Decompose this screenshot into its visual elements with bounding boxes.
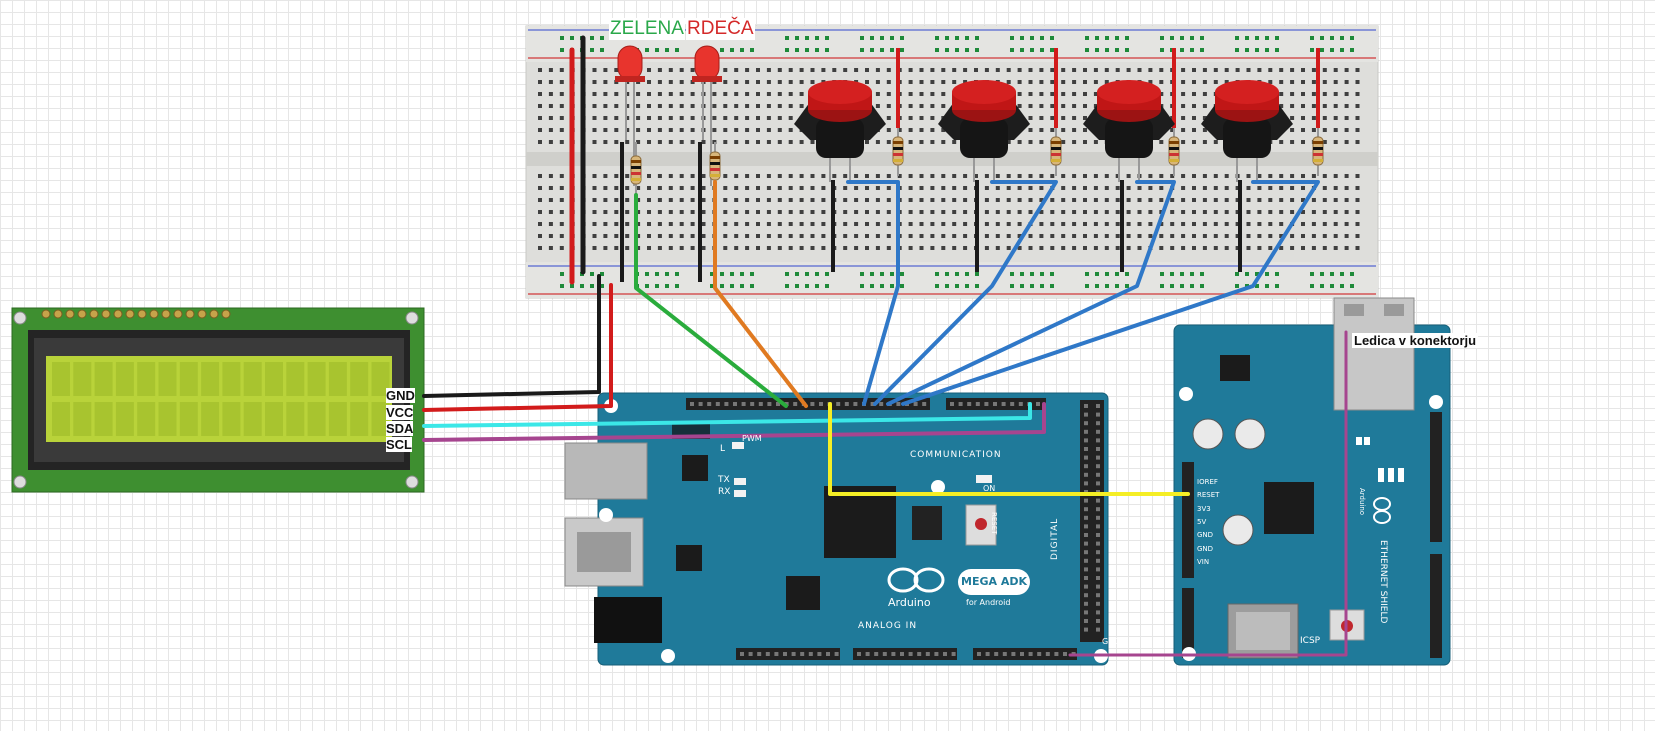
push-button (1201, 80, 1293, 182)
shield-pin-label: RESET (1197, 491, 1220, 500)
label-led-green: ZELENA (609, 18, 685, 40)
shield-icsp: ICSP (1300, 636, 1321, 646)
label-sda: SDA (386, 421, 414, 436)
silk-rx: RX (718, 487, 731, 497)
silk-l: L (720, 444, 726, 454)
shield-name: ETHERNET SHIELD (1378, 540, 1388, 624)
resistor (709, 142, 721, 190)
wire-blue-button-3 (886, 180, 1176, 406)
dc-jack (594, 597, 662, 643)
breadboard (525, 25, 1379, 299)
shield-pin-label: GND (1197, 531, 1214, 540)
resistor (630, 142, 642, 198)
label-vcc: VCC (386, 405, 414, 420)
shield-pin-label: 5V (1197, 517, 1207, 526)
shield-pin-label: 3V3 (1197, 504, 1211, 513)
wire-magenta-connector-led (1068, 330, 1348, 657)
breadboard-components (615, 45, 1324, 282)
mcu-chip (824, 486, 896, 558)
silk-model: MEGA ADK (961, 575, 1027, 588)
push-button (1083, 80, 1175, 182)
wire-gnd (422, 274, 601, 398)
label-scl: SCL (386, 437, 412, 452)
shield-pin-label: GND (1197, 544, 1214, 553)
wire-sda (422, 402, 1032, 428)
wire-scl (422, 402, 1046, 442)
ethernet-chip (1264, 482, 1314, 534)
silk-gnd: GND (1102, 637, 1121, 646)
top-header-left (686, 398, 930, 410)
silk-analog-in: ANALOG IN (858, 621, 918, 631)
label-led-red: RDEČA (686, 18, 755, 40)
silk-on: ON (983, 484, 996, 493)
wires (422, 35, 1348, 657)
wire-blue-button-2 (873, 180, 1058, 406)
label-gnd: GND (386, 388, 415, 403)
wire-yellow-reset (828, 402, 1190, 496)
push-button (794, 80, 886, 182)
wire-green-led (634, 193, 788, 408)
led (615, 45, 645, 186)
resistor (1050, 126, 1062, 176)
lcd-header-pins (41, 309, 231, 319)
shield-brand: Arduino (1358, 488, 1366, 516)
lcd-module (11, 307, 425, 493)
arduino-logo (887, 567, 945, 593)
wire-blue-button-1 (846, 180, 900, 406)
silk-model-sub: for Android (966, 598, 1011, 607)
silk-pwm: PWM (742, 434, 762, 443)
arduino-mega-board (564, 392, 1109, 666)
resistor (1168, 126, 1180, 176)
resistor (892, 126, 904, 176)
wire-orange-led (713, 180, 808, 408)
silk-reset: RESET (990, 512, 998, 535)
usb-b-connector (564, 442, 648, 500)
lcd-character-grid (52, 362, 390, 436)
silk-arduino-brand: Arduino (888, 596, 931, 609)
silk-tx: TX (718, 475, 730, 485)
wire-blue-button-4 (901, 180, 1320, 406)
digital-double-header (1080, 400, 1104, 642)
silk-communication: COMMUNICATION (910, 450, 1002, 460)
shield-arduino-logo (1373, 497, 1391, 524)
push-button (938, 80, 1030, 182)
shield-pin-label: VIN (1197, 557, 1210, 566)
callout-connector-led: Ledica v konektorju (1352, 333, 1479, 348)
resistor (1312, 126, 1324, 176)
shield-pin-label: IOREF (1197, 478, 1218, 486)
silk-digital: DIGITAL (1050, 517, 1060, 560)
wire-vcc (422, 283, 613, 412)
